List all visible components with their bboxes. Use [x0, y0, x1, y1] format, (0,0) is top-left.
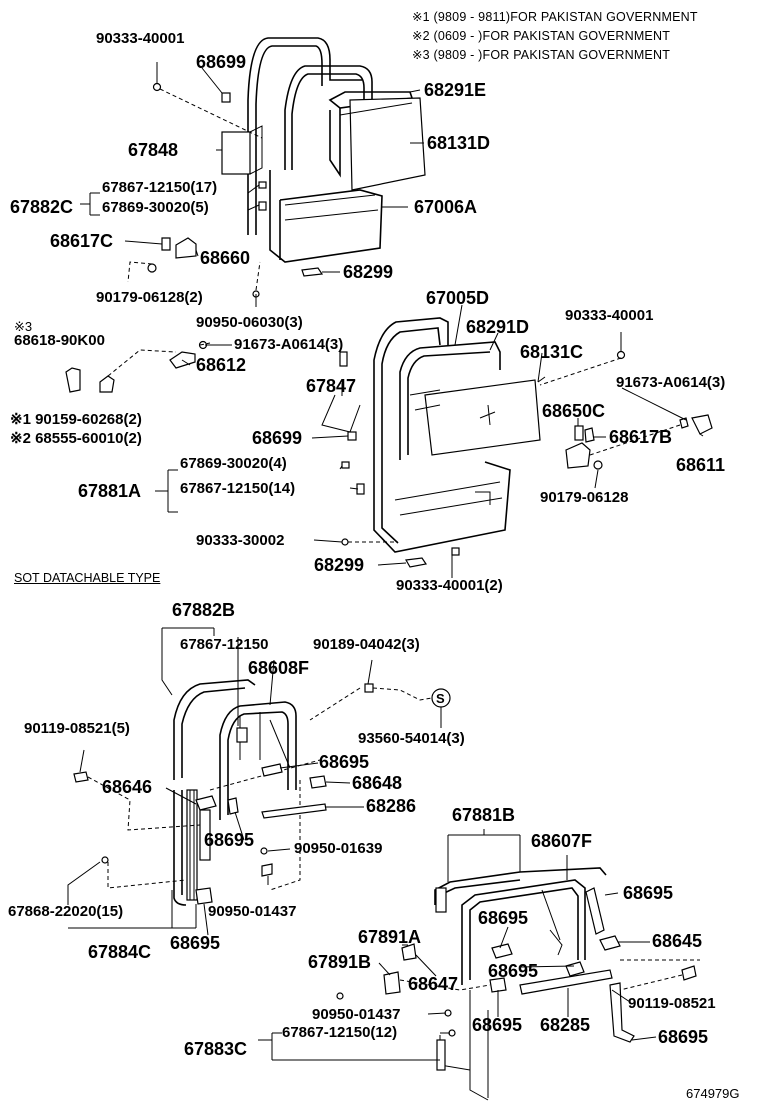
- part-93560-54014-3: 93560-54014(3): [358, 730, 465, 747]
- part-68648: 68648: [352, 773, 403, 793]
- part-90119-08521: 90119-08521: [628, 995, 716, 1012]
- part-90333-30002: 90333-30002: [196, 532, 285, 549]
- part-68607F: 68607F: [531, 831, 593, 851]
- part-68695-h: 68695: [658, 1027, 709, 1047]
- part-67847: 67847: [306, 376, 357, 396]
- middle-leaders: [155, 294, 704, 578]
- part-68618-90K00: 68618-90K00: [14, 332, 105, 349]
- part-68699-b: 68699: [252, 428, 303, 448]
- part-90119-08521-5: 90119-08521(5): [24, 720, 130, 737]
- part-68617C: 68617C: [50, 231, 114, 251]
- part-67005D: 67005D: [426, 288, 490, 308]
- part-67891A: 67891A: [358, 927, 422, 947]
- part-68299-a: 68299: [343, 262, 394, 282]
- part-90950-06030-3: 90950-06030(3): [196, 314, 303, 331]
- sot-right-assembly: [336, 867, 700, 1101]
- part-68611: 68611: [676, 455, 726, 475]
- part-67881B: 67881B: [452, 805, 516, 825]
- figure-id: 674979G: [686, 1086, 740, 1101]
- part-68695-b: 68695: [204, 830, 255, 850]
- part-68695-c: 68695: [170, 933, 221, 953]
- part-90950-01437-a: 90950-01437: [208, 903, 297, 920]
- part-90159-60268-2: ※1 90159-60268(2): [10, 411, 142, 428]
- rear-door-assembly: [65, 317, 713, 568]
- sot-right-leaders: [258, 829, 657, 1061]
- part-67869-30020-5: 67869-30020(5): [102, 199, 209, 216]
- part-90950-01639: 90950-01639: [294, 840, 383, 857]
- part-67867-12150: 67867-12150: [180, 636, 269, 653]
- part-90179-06128-2: 90179-06128(2): [96, 289, 203, 306]
- part-67882B: 67882B: [172, 600, 236, 620]
- part-68650C: 68650C: [542, 401, 606, 421]
- part-68695-g: 68695: [472, 1015, 523, 1035]
- part-68695-e: 68695: [478, 908, 529, 928]
- part-68131C: 68131C: [520, 342, 584, 362]
- note-3: ※3 (9809 - )FOR PAKISTAN GOVERNMENT: [412, 48, 671, 62]
- note-1: ※1 (9809 - 9811)FOR PAKISTAN GOVERNMENT: [412, 10, 698, 24]
- part-68695-a: 68695: [319, 752, 370, 772]
- part-67868-22020-15: 67868-22020(15): [8, 903, 124, 920]
- part-68699: 68699: [196, 52, 247, 72]
- part-67891B: 67891B: [308, 952, 372, 972]
- part-67867-12150-12: 67867-12150(12): [282, 1024, 398, 1041]
- part-68647: 68647: [408, 974, 459, 994]
- part-68291D: 68291D: [466, 317, 530, 337]
- part-68617B: 68617B: [609, 427, 673, 447]
- part-68645: 68645: [652, 931, 703, 951]
- part-68291E: 68291E: [424, 80, 487, 100]
- part-67882C: 67882C: [10, 197, 74, 217]
- part-90189-04042-3: 90189-04042(3): [313, 636, 420, 653]
- note-2: ※2 (0609 - )FOR PAKISTAN GOVERNMENT: [412, 29, 671, 43]
- part-68646: 68646: [102, 777, 153, 797]
- part-90333-40001-2: 90333-40001(2): [396, 577, 503, 594]
- front-door-assembly: [127, 37, 426, 298]
- part-67883C: 67883C: [184, 1039, 248, 1059]
- part-90333-40001-b: 90333-40001: [565, 307, 654, 324]
- part-67867-12150-17: 67867-12150(17): [102, 179, 218, 196]
- part-90179-06128: 90179-06128: [540, 489, 629, 506]
- part-68612: 68612: [196, 355, 247, 375]
- part-67884C: 67884C: [88, 942, 152, 962]
- part-67848: 67848: [128, 140, 179, 160]
- sot-left-assembly: [73, 679, 451, 906]
- part-68608F: 68608F: [248, 658, 310, 678]
- part-68285: 68285: [540, 1015, 591, 1035]
- part-91673-A0614-3-a: 91673-A0614(3): [234, 336, 344, 353]
- note-ref-3: ※3: [14, 319, 33, 334]
- section-title: SOT DATACHABLE TYPE: [14, 571, 161, 585]
- part-68660: 68660: [200, 248, 251, 268]
- part-68131D: 68131D: [427, 133, 491, 153]
- part-91673-A0614-3-b: 91673-A0614(3): [616, 374, 726, 391]
- part-68555-60010-2: ※2 68555-60010(2): [10, 430, 142, 447]
- part-67006A: 67006A: [414, 197, 478, 217]
- sot-left-leaders: [67, 627, 442, 936]
- part-67869-30020-4: 67869-30020(4): [180, 455, 287, 472]
- part-90950-01437-b: 90950-01437: [312, 1006, 401, 1023]
- part-68286: 68286: [366, 796, 417, 816]
- part-90333-40001: 90333-40001: [96, 30, 185, 47]
- part-67881A: 67881A: [78, 481, 142, 501]
- part-68695-d: 68695: [623, 883, 674, 903]
- top-leaders: [80, 67, 424, 273]
- sealant-symbol: S: [436, 691, 445, 706]
- part-68299-b: 68299: [314, 555, 365, 575]
- part-67867-12150-14: 67867-12150(14): [180, 480, 296, 497]
- part-68695-f: 68695: [488, 961, 539, 981]
